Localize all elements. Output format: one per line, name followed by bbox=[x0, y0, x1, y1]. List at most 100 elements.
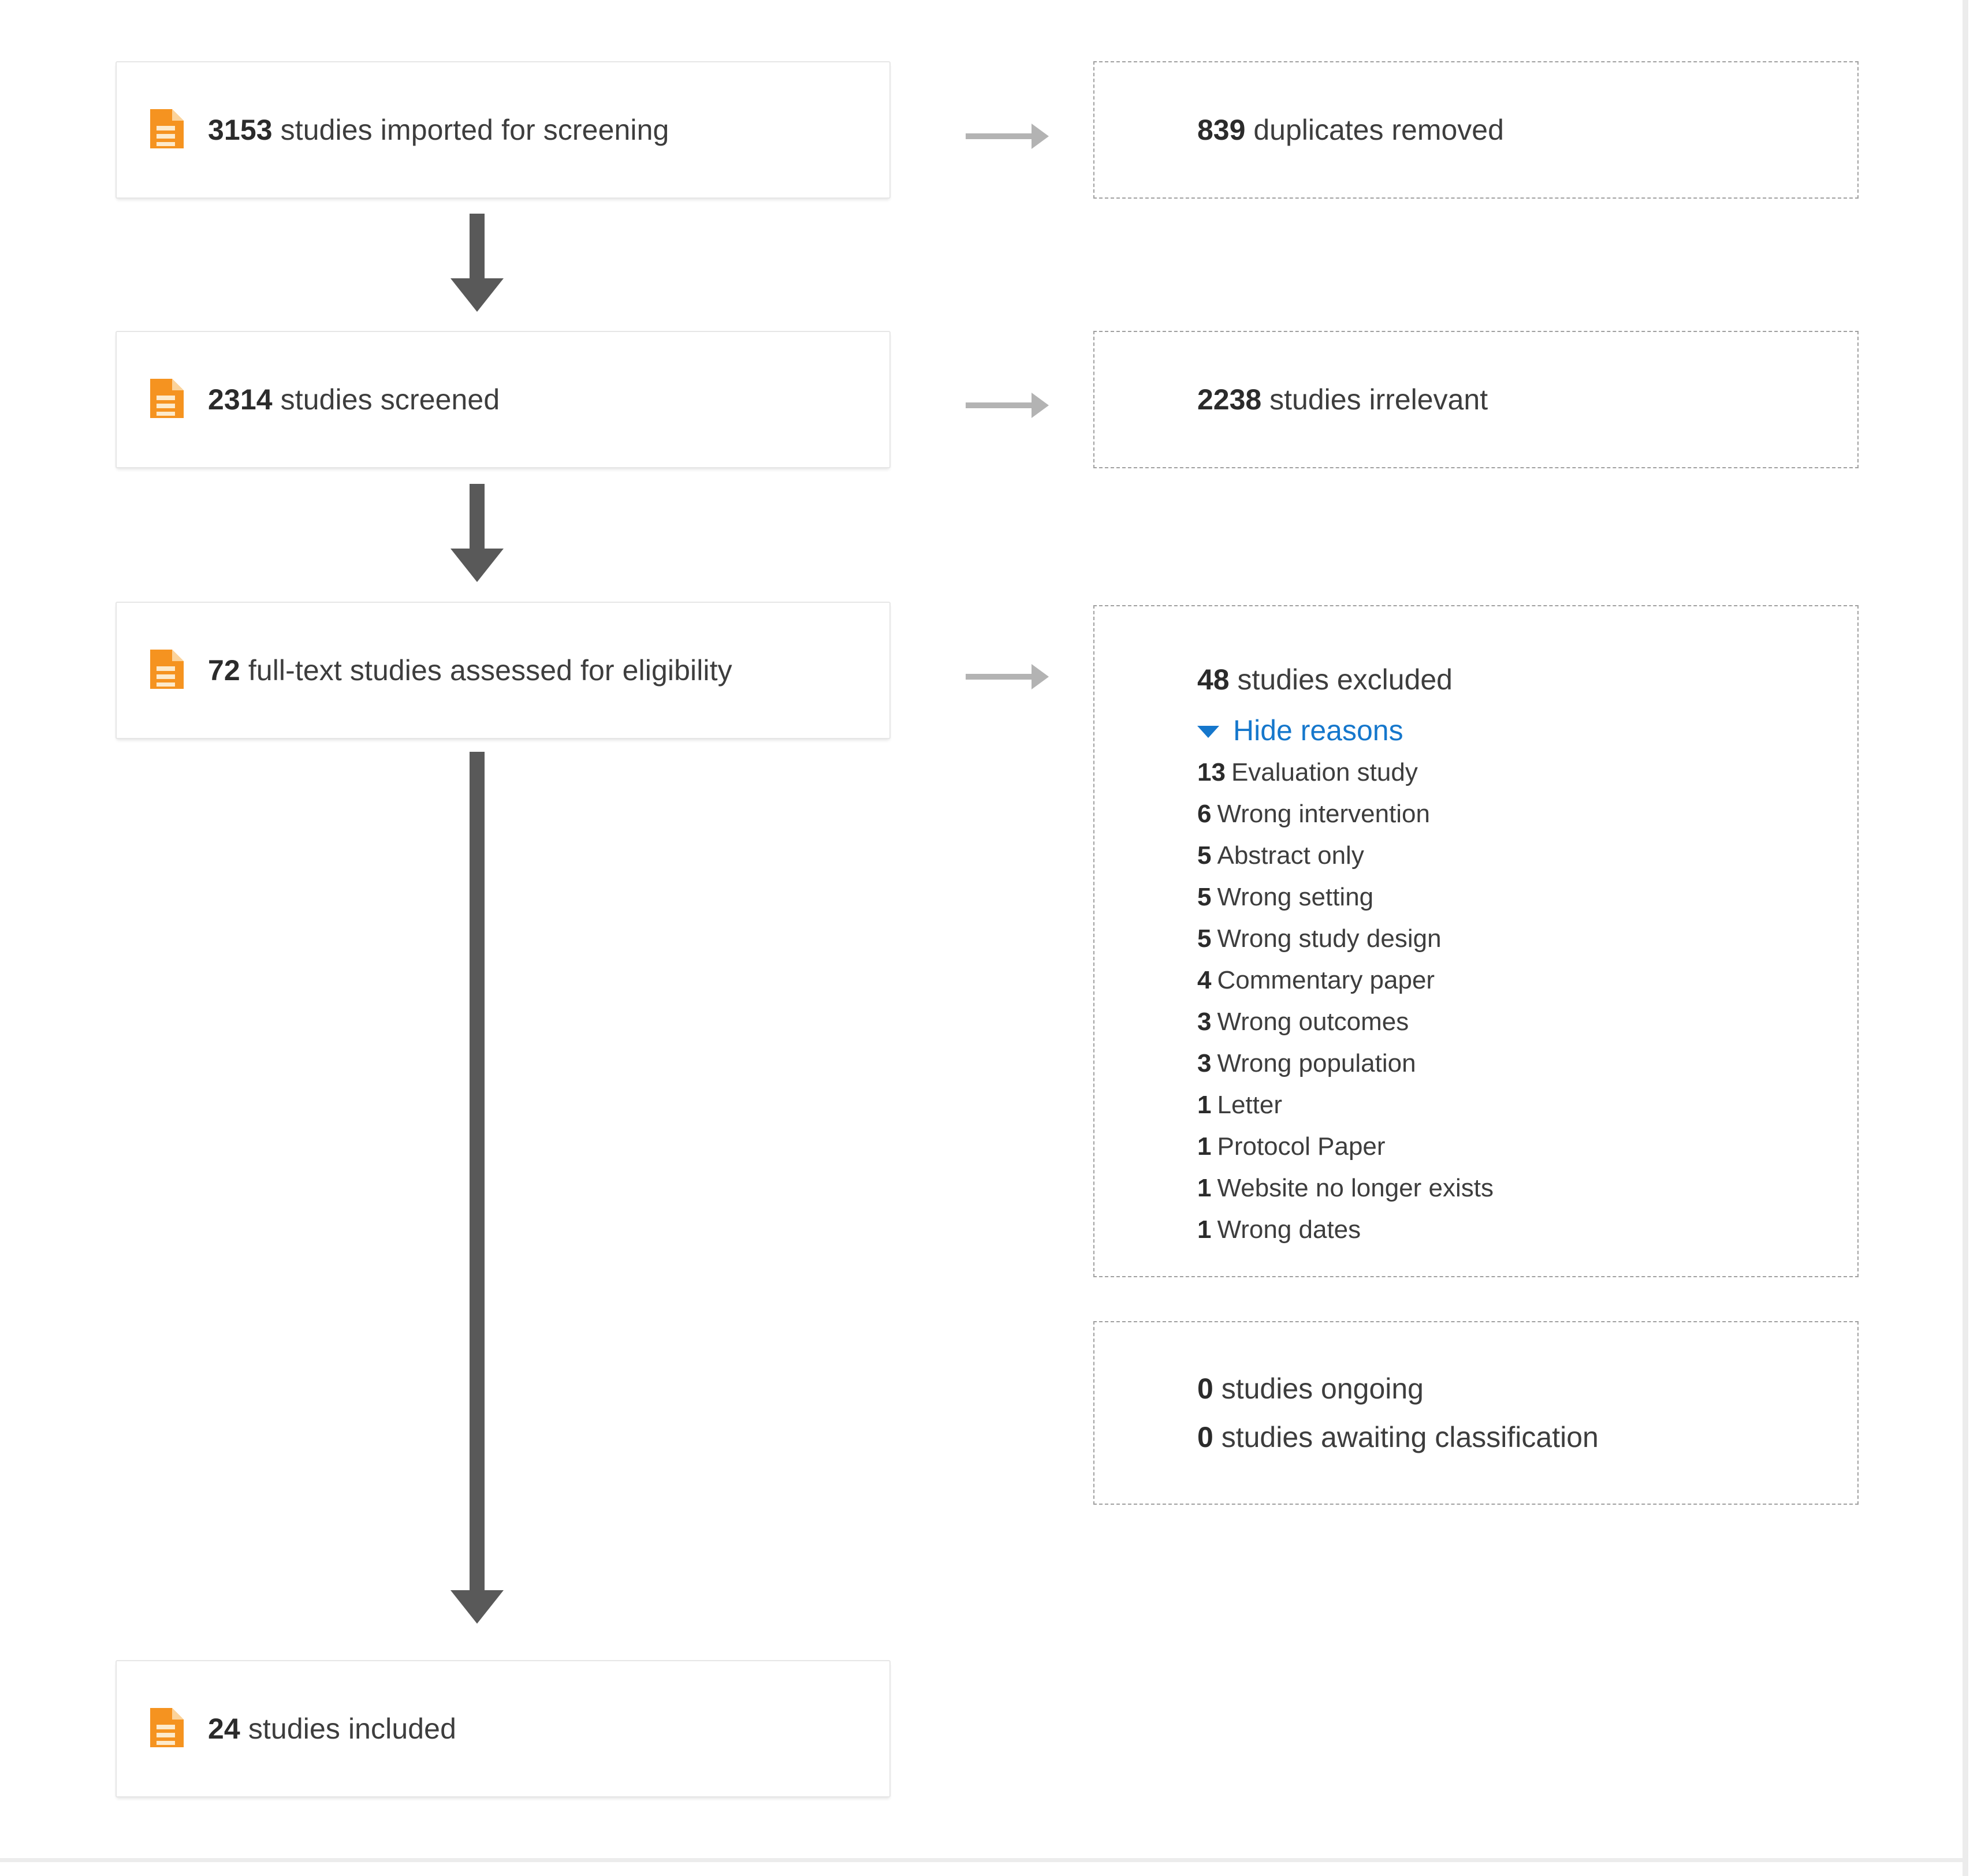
stage-label-included: 24 studies included bbox=[208, 1712, 456, 1746]
reason-count: 5 bbox=[1197, 883, 1212, 911]
reason-label: Wrong setting bbox=[1217, 883, 1374, 911]
reason-count: 3 bbox=[1197, 1049, 1212, 1077]
outcome-text-excluded: studies excluded bbox=[1237, 663, 1453, 696]
reason-label: Letter bbox=[1217, 1091, 1282, 1119]
document-icon bbox=[150, 649, 184, 692]
reason-label: Wrong intervention bbox=[1217, 800, 1430, 828]
arrow-shaft bbox=[966, 402, 1032, 408]
stage-text-screened: studies screened bbox=[280, 383, 500, 416]
arrow-head bbox=[450, 1590, 504, 1624]
outcome-line-awaiting: 0 studies awaiting classification bbox=[1197, 1423, 1857, 1452]
outcome-box-pending[interactable]: 0 studies ongoing 0 studies awaiting cla… bbox=[1093, 1321, 1859, 1505]
arrow-head bbox=[450, 549, 504, 582]
stage-text-fulltext: full-text studies assessed for eligibili… bbox=[248, 654, 732, 687]
caret-down-icon bbox=[1197, 725, 1219, 738]
reason-label: Wrong study design bbox=[1217, 924, 1442, 953]
hide-reasons-toggle[interactable]: Hide reasons bbox=[1197, 714, 1403, 747]
hide-reasons-label: Hide reasons bbox=[1233, 714, 1403, 747]
document-icon bbox=[150, 1707, 184, 1750]
reason-count: 5 bbox=[1197, 924, 1212, 953]
arrow-imported-to-duplicates bbox=[966, 124, 1049, 149]
stage-count-screened: 2314 bbox=[208, 383, 273, 416]
reason-label: Website no longer exists bbox=[1217, 1174, 1494, 1202]
reason-label: Wrong outcomes bbox=[1217, 1008, 1409, 1036]
reason-count: 13 bbox=[1197, 758, 1226, 786]
page-bottom-divider bbox=[0, 1858, 1963, 1862]
stage-text-included: studies included bbox=[248, 1713, 456, 1745]
stage-box-screened[interactable]: 2314 studies screened bbox=[116, 331, 891, 468]
outcome-line-ongoing: 0 studies ongoing bbox=[1197, 1374, 1857, 1403]
reason-count: 3 bbox=[1197, 1008, 1212, 1036]
outcome-count-ongoing: 0 bbox=[1197, 1372, 1213, 1405]
arrow-screened-to-irrelevant bbox=[966, 393, 1049, 418]
document-icon bbox=[150, 109, 184, 151]
stage-box-imported[interactable]: 3153 studies imported for screening bbox=[116, 61, 891, 199]
arrow-shaft bbox=[966, 133, 1032, 139]
reason-label: Wrong population bbox=[1217, 1049, 1416, 1077]
outcome-count-duplicates: 839 bbox=[1197, 114, 1246, 146]
outcome-line-excluded: 48 studies excluded bbox=[1197, 663, 1857, 696]
stage-label-fulltext: 72 full-text studies assessed for eligib… bbox=[208, 654, 732, 687]
reason-label: Commentary paper bbox=[1217, 966, 1435, 994]
stage-count-imported: 3153 bbox=[208, 114, 273, 146]
arrow-head bbox=[1032, 393, 1049, 418]
reason-count: 4 bbox=[1197, 966, 1212, 994]
reason-label: Protocol Paper bbox=[1217, 1132, 1386, 1161]
outcome-text-duplicates: duplicates removed bbox=[1253, 114, 1504, 146]
page-right-edge bbox=[1963, 0, 1968, 1876]
outcome-irrelevant-inner: 2238 studies irrelevant bbox=[1094, 385, 1857, 414]
outcome-duplicates-inner: 839 duplicates removed bbox=[1094, 115, 1857, 144]
stage-box-fulltext[interactable]: 72 full-text studies assessed for eligib… bbox=[116, 602, 891, 739]
reason-label: Wrong dates bbox=[1217, 1215, 1361, 1244]
outcome-line-duplicates: 839 duplicates removed bbox=[1197, 115, 1857, 144]
outcome-count-awaiting: 0 bbox=[1197, 1421, 1213, 1453]
arrow-head bbox=[1032, 664, 1049, 689]
outcome-box-duplicates[interactable]: 839 duplicates removed bbox=[1093, 61, 1859, 199]
arrow-screened-to-fulltext bbox=[450, 484, 504, 582]
outcome-line-irrelevant: 2238 studies irrelevant bbox=[1197, 385, 1857, 414]
outcome-text-irrelevant: studies irrelevant bbox=[1269, 383, 1488, 416]
stage-label-imported: 3153 studies imported for screening bbox=[208, 113, 669, 147]
arrow-shaft bbox=[470, 214, 485, 278]
outcome-pending-inner: 0 studies ongoing 0 studies awaiting cla… bbox=[1094, 1374, 1857, 1452]
reason-count: 6 bbox=[1197, 800, 1212, 828]
arrow-fulltext-to-included bbox=[450, 752, 504, 1624]
outcome-count-irrelevant: 2238 bbox=[1197, 383, 1262, 416]
arrow-head bbox=[1032, 124, 1049, 149]
reason-count: 1 bbox=[1197, 1132, 1212, 1161]
arrow-shaft bbox=[470, 484, 485, 549]
arrow-fulltext-to-excluded bbox=[966, 664, 1049, 689]
arrow-imported-to-screened bbox=[450, 214, 504, 312]
arrow-head bbox=[450, 278, 504, 312]
stage-text-imported: studies imported for screening bbox=[280, 114, 669, 146]
reason-label: Abstract only bbox=[1217, 841, 1364, 870]
reason-count: 5 bbox=[1197, 841, 1212, 870]
stage-count-fulltext: 72 bbox=[208, 654, 240, 687]
arrow-shaft bbox=[470, 752, 485, 1590]
reason-count: 1 bbox=[1197, 1091, 1212, 1119]
reason-count: 1 bbox=[1197, 1215, 1212, 1244]
outcome-count-excluded: 48 bbox=[1197, 663, 1230, 696]
stage-label-screened: 2314 studies screened bbox=[208, 383, 500, 416]
outcome-box-irrelevant[interactable]: 2238 studies irrelevant bbox=[1093, 331, 1859, 468]
outcome-text-ongoing: studies ongoing bbox=[1221, 1372, 1424, 1405]
stage-box-included[interactable]: 24 studies included bbox=[116, 1660, 891, 1797]
outcome-text-awaiting: studies awaiting classification bbox=[1221, 1421, 1599, 1453]
reason-label: Evaluation study bbox=[1231, 758, 1418, 786]
stage-count-included: 24 bbox=[208, 1713, 240, 1745]
document-icon bbox=[150, 378, 184, 421]
